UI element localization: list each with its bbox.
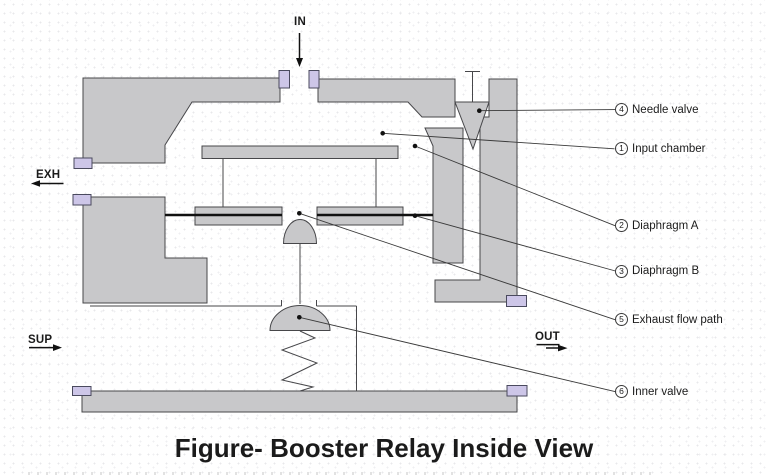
leader-inner-valve bbox=[299, 316, 617, 393]
leader-dot-exhaust-flow-path bbox=[297, 211, 302, 216]
in-label: IN bbox=[294, 16, 306, 28]
leader-input-chamber bbox=[382, 132, 615, 150]
label-number-badge: 6 bbox=[615, 385, 628, 399]
label-number-badge: 2 bbox=[615, 219, 628, 233]
out-port-lower-seal bbox=[506, 385, 528, 397]
in-port-left-seal bbox=[278, 70, 290, 89]
leader-diaphragm-a bbox=[414, 145, 616, 227]
leader-dot-input-chamber bbox=[380, 131, 386, 136]
label-number-badge: 1 bbox=[615, 142, 628, 156]
label-diaphragm-b: 3 Diaphragm B bbox=[615, 264, 699, 279]
exhaust-seal-dome bbox=[282, 219, 318, 244]
label-number-badge: 4 bbox=[615, 103, 628, 116]
in-arrowhead bbox=[296, 58, 303, 67]
label-text: Input chamber bbox=[632, 142, 706, 155]
label-text: Inner valve bbox=[632, 385, 689, 398]
leader-needle-valve bbox=[479, 109, 617, 112]
figure-caption: Figure- Booster Relay Inside View bbox=[174, 433, 594, 463]
leader-diaphragm-b bbox=[414, 215, 616, 272]
body-upper-right bbox=[317, 78, 456, 118]
label-inner-valve: 6 Inner valve bbox=[615, 384, 688, 399]
body-middle-column bbox=[424, 127, 464, 264]
label-number-badge: 5 bbox=[615, 313, 628, 327]
sup-port-seal bbox=[72, 386, 92, 396]
leader-dot-needle-valve bbox=[477, 108, 482, 113]
label-text: Exhaust flow path bbox=[632, 313, 723, 326]
bottom-plate bbox=[81, 390, 518, 413]
exh-arrowhead bbox=[31, 180, 40, 187]
body-lower-left bbox=[82, 196, 208, 304]
out-label: OUT bbox=[535, 331, 560, 343]
label-text: Diaphragm B bbox=[632, 265, 700, 277]
label-number-badge: 3 bbox=[615, 264, 628, 278]
label-text: Diaphragm A bbox=[632, 219, 699, 232]
spring bbox=[280, 330, 319, 392]
leader-dot-diaphragm-b bbox=[412, 213, 418, 218]
body-right-column bbox=[434, 78, 518, 303]
leader-dot-diaphragm-a bbox=[412, 143, 418, 149]
exh-port-lower-seal bbox=[72, 194, 92, 206]
sup-arrowhead bbox=[53, 344, 62, 351]
label-needle-valve: 4 Needle valve bbox=[615, 102, 698, 117]
diaphragm-a-plate bbox=[201, 145, 399, 159]
in-port-right-seal bbox=[308, 70, 320, 89]
leader-dot-inner-valve bbox=[297, 315, 302, 320]
needle-valve-cone bbox=[454, 101, 490, 151]
out-port-upper-seal bbox=[506, 295, 527, 307]
sup-label: SUP bbox=[28, 334, 53, 346]
label-text: Needle valve bbox=[632, 103, 699, 116]
exh-port-upper-seal bbox=[73, 157, 93, 169]
exh-label: EXH bbox=[36, 169, 61, 181]
out-arrowhead bbox=[558, 344, 568, 352]
label-diaphragm-a: 2 Diaphragm A bbox=[615, 218, 698, 233]
bottom-cropped-text-artifact bbox=[28, 472, 658, 475]
label-exhaust-flow-path: 5 Exhaust flow path bbox=[615, 312, 723, 327]
leader-exhaust-flow-path bbox=[299, 212, 616, 321]
label-input-chamber: 1 Input chamber bbox=[615, 141, 706, 156]
